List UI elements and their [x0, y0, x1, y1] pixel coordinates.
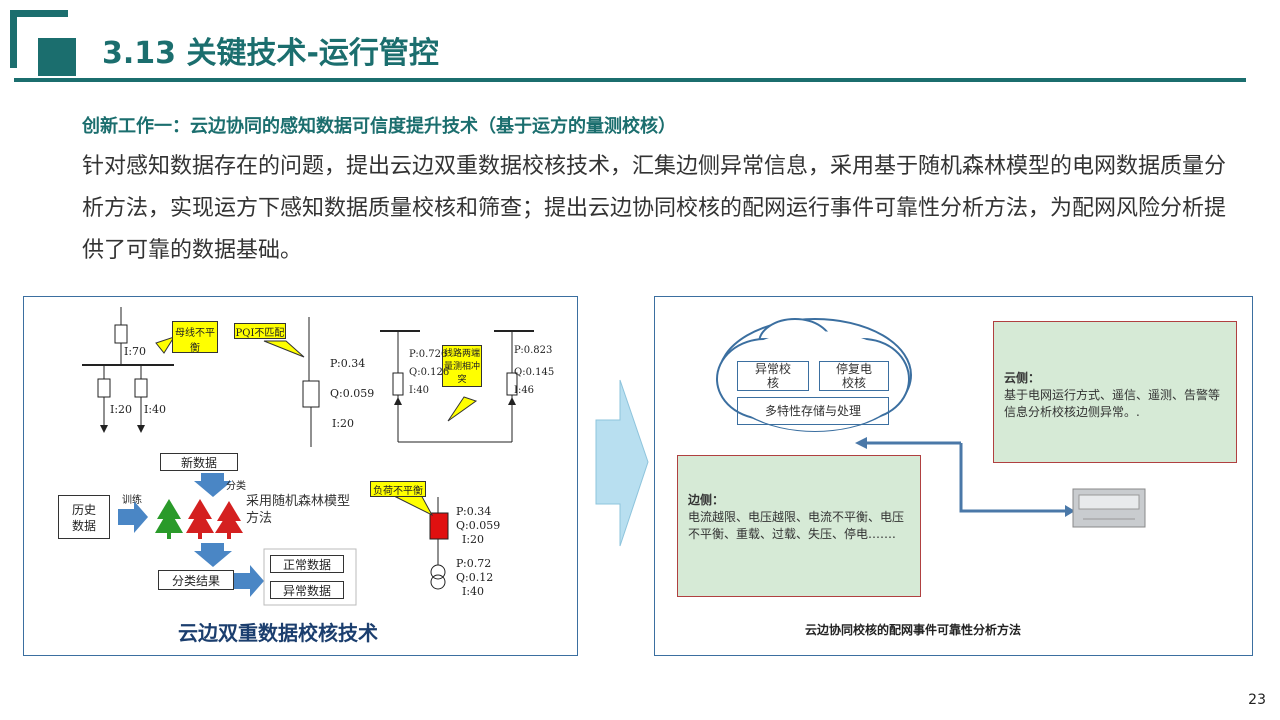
label-i46: I:46 [514, 385, 535, 396]
cloud-icon [716, 318, 912, 432]
train-label: 训练 [122, 495, 142, 506]
page-number: 23 [1248, 692, 1266, 708]
right-panel-caption: 云边协同校核的配网事件可靠性分析方法 [805, 623, 1022, 637]
callout-busbar-imbalance: 母线不平衡 [172, 321, 218, 354]
label-i20-a: I:20 [110, 403, 133, 416]
callout-pqi-mismatch: PQI不匹配 [234, 323, 286, 339]
label-q0145: Q:0.145 [514, 367, 555, 378]
cloud-side-text: 基于电网运行方式、遥信、遥测、告警等信息分析校核边侧异常。. [1004, 388, 1221, 419]
label-q0059: Q:0.059 [330, 387, 375, 400]
cloud-side-box: 云侧： 基于电网运行方式、遥信、遥测、告警等信息分析校核边侧异常。. [993, 321, 1237, 463]
tree-icons [155, 499, 243, 539]
edge-side-title: 边侧： [688, 493, 725, 507]
label-i70: I:70 [124, 345, 147, 358]
label-i40-b: I:40 [409, 385, 430, 396]
history-data-box: 历史 数据 [58, 495, 110, 539]
abnormal-check-box: 异常校核 [737, 361, 809, 391]
cloud-edge-diagram [716, 318, 1146, 528]
edge-side-text: 电流越限、电压越限、电流不平衡、电压不平衡、重载、过载、失压、停电……. [688, 510, 905, 541]
label-p034: P:0.34 [330, 357, 366, 370]
label-i40-c: I:40 [462, 585, 485, 598]
label-i20-b: I:20 [332, 417, 355, 430]
label-p0726: P:0.726 [409, 349, 448, 360]
left-panel-caption: 云边双重数据校核技术 [178, 621, 378, 645]
storage-box: 多特性存储与处理 [737, 397, 889, 425]
right-diagram-panel: 异常校核 停复电校核 多特性存储与处理 云侧： 基于电网运行方式、遥信、遥测、告… [654, 296, 1253, 656]
abnormal-data-box: 异常数据 [270, 581, 344, 599]
flow-arrow-icon [595, 379, 649, 547]
section-subtitle: 创新工作一：云边协同的感知数据可信度提升技术（基于运方的量测校核） [82, 116, 676, 137]
logo-square [38, 38, 76, 76]
cloud-side-title: 云侧： [1004, 371, 1041, 385]
edge-device-icon [1072, 488, 1146, 528]
page-title: 3.13 关键技术-运行管控 [102, 36, 439, 71]
body-paragraph: 针对感知数据存在的问题，提出云边双重数据校核技术，汇集边侧异常信息，采用基于随机… [82, 154, 1227, 263]
callout-line-conflict: 线路两端量测相冲突 [442, 345, 482, 387]
label-i20-c: I:20 [462, 533, 485, 546]
callout-load-imbalance: 负荷不平衡 [370, 481, 426, 497]
classify-label: 分类 [226, 481, 246, 492]
label-q0059-b: Q:0.059 [456, 519, 501, 532]
left-diagram-panel: 母线不平衡 PQI不匹配 线路两端量测相冲突 负荷不平衡 I:70 I:20 I… [23, 296, 578, 656]
logo-frame [10, 10, 68, 68]
circuit-diagram [82, 307, 534, 606]
classification-result-box: 分类结果 [158, 570, 234, 590]
label-q012: Q:0.12 [456, 571, 494, 584]
outage-check-box: 停复电校核 [819, 361, 889, 391]
new-data-box: 新数据 [160, 453, 238, 471]
random-forest-method: 采用随机森林模型方法 [246, 494, 351, 526]
label-i40-a: I:40 [144, 403, 167, 416]
label-p034-b: P:0.34 [456, 505, 492, 518]
normal-data-box: 正常数据 [270, 555, 344, 573]
label-p072: P:0.72 [456, 557, 492, 570]
edge-side-box: 边侧： 电流越限、电压越限、电流不平衡、电压不平衡、重载、过载、失压、停电……. [677, 455, 921, 597]
title-divider [14, 78, 1246, 82]
label-p0823: P:0.823 [514, 345, 553, 356]
label-q0126: Q:0.126 [409, 367, 450, 378]
